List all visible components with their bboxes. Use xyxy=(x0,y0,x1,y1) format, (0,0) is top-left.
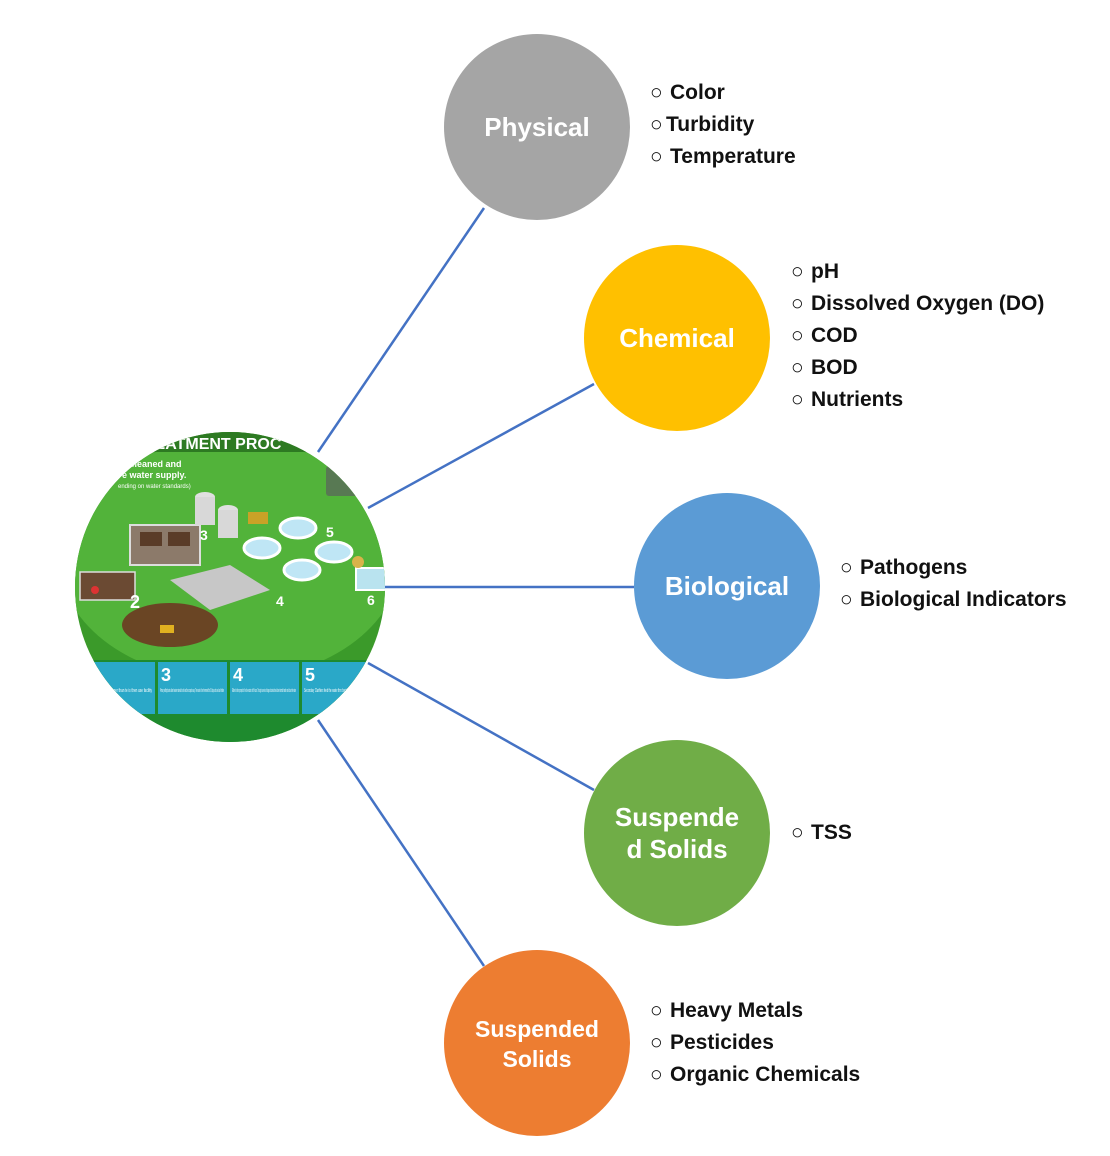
list-item-label: Pathogens xyxy=(860,556,968,579)
panel-text: Secondary Clarifiers feed the water thro… xyxy=(304,688,368,694)
step-number: 2 xyxy=(130,592,140,612)
image-caption-2: e water supply. xyxy=(122,470,186,480)
connector-chemical xyxy=(367,382,595,510)
bullet-icon: ○ xyxy=(791,260,804,283)
list-item-label: COD xyxy=(811,324,858,347)
list-item-label: TSS xyxy=(811,821,852,844)
step-number: 6 xyxy=(367,592,375,608)
list-item: ○Turbidity xyxy=(650,109,796,141)
connector-physical xyxy=(316,207,486,453)
bullet-icon: ○ xyxy=(650,1063,663,1086)
node-suspended-solids: Suspende d Solids xyxy=(584,740,770,926)
bullet-icon: ○ xyxy=(840,556,853,579)
list-item-label: Temperature xyxy=(670,145,796,168)
list-item-label: BOD xyxy=(811,356,858,379)
bullet-icon: ○ xyxy=(791,821,804,844)
list-item: ○ Color xyxy=(650,77,796,109)
list-item: ○ Nutrients xyxy=(791,384,1044,416)
node-label: Solids xyxy=(502,1046,571,1072)
node-physical: Physical xyxy=(444,34,630,220)
node-circle xyxy=(584,740,770,926)
panel-number: 5 xyxy=(305,665,315,685)
suspended-solids-parameter-list: ○ TSS xyxy=(791,817,852,849)
chemical-parameter-list: ○ pH ○ Dissolved Oxygen (DO) ○ COD ○ BOD ○ Nu… xyxy=(791,256,1044,416)
list-item-label: Pesticides xyxy=(670,1031,774,1054)
treatment-process-image: REATMENT PROC s cleaned and e water supp… xyxy=(75,432,385,742)
panel-text: Effluent is then pumped to the bio-react… xyxy=(232,688,296,694)
suspended-solids-2-parameter-list: ○ Heavy Metals ○ Pesticides ○ Organic Chemi… xyxy=(650,995,860,1091)
list-item-label: Organic Chemicals xyxy=(670,1063,861,1086)
step-number: 4 xyxy=(276,593,284,609)
node-circle xyxy=(444,950,630,1136)
list-item: ○ Temperature xyxy=(650,141,796,173)
panel-number: 3 xyxy=(161,665,171,685)
node-circle xyxy=(444,34,630,220)
step-number: 5 xyxy=(326,524,334,540)
list-item: ○ TSS xyxy=(791,817,852,849)
list-item: ○ COD xyxy=(791,320,1044,352)
panel-text: Primary settling basins allow heavier ma… xyxy=(160,688,224,694)
image-caption-1: s cleaned and xyxy=(122,459,182,469)
bullet-icon: ○ xyxy=(791,388,804,411)
node-circle xyxy=(634,493,820,679)
connector-suspended-solids xyxy=(367,661,595,792)
node-label: Suspended xyxy=(475,1016,599,1042)
node-suspended-solids-2: Suspended Solids xyxy=(444,950,630,1136)
list-item-label: Color xyxy=(670,81,725,104)
list-item: ○ Pesticides xyxy=(650,1027,860,1059)
node-label: Biological xyxy=(665,571,789,601)
list-item: ○ Dissolved Oxygen (DO) xyxy=(791,288,1044,320)
bullet-icon: ○ xyxy=(650,81,663,104)
node-label: d Solids xyxy=(626,834,727,864)
list-item: ○ Organic Chemicals xyxy=(650,1059,860,1091)
list-item-label: Biological Indicators xyxy=(860,588,1067,611)
image-caption-3: ending on water standards) xyxy=(118,484,191,490)
bullet-icon: ○ xyxy=(791,292,804,315)
list-item-label: Turbidity xyxy=(666,113,755,136)
list-item: ○ pH xyxy=(791,256,1044,288)
node-label: Suspende xyxy=(615,802,739,832)
bullet-icon: ○ xyxy=(650,1031,663,1054)
list-item: ○ Heavy Metals xyxy=(650,995,860,1027)
list-item: ○ Pathogens xyxy=(840,552,1067,584)
node-biological: Biological xyxy=(634,493,820,679)
node-circle xyxy=(584,245,770,431)
panel-number: 4 xyxy=(233,665,243,685)
node-label: Chemical xyxy=(619,323,735,353)
biological-parameter-list: ○ Pathogens ○ Biological Indicators xyxy=(840,552,1067,616)
connector-suspended-solids-2 xyxy=(316,719,486,967)
list-item-label: Nutrients xyxy=(811,388,904,411)
bullet-icon: ○ xyxy=(650,999,663,1022)
node-chemical: Chemical xyxy=(584,245,770,431)
list-item-label: pH xyxy=(811,260,839,283)
bullet-icon: ○ xyxy=(791,324,804,347)
node-label: Physical xyxy=(484,112,590,142)
bullet-icon: ○ xyxy=(650,113,663,136)
bullet-icon: ○ xyxy=(840,588,853,611)
list-item: ○ Biological Indicators xyxy=(840,584,1067,616)
panel-text: tion process lids larger than te is then… xyxy=(88,688,152,694)
step-number: 3 xyxy=(200,527,208,543)
physical-parameter-list: ○ Color ○Turbidity ○ Temperature xyxy=(650,77,796,173)
bullet-icon: ○ xyxy=(791,356,804,379)
list-item: ○ BOD xyxy=(791,352,1044,384)
list-item-label: Heavy Metals xyxy=(670,999,804,1022)
bullet-icon: ○ xyxy=(650,145,663,168)
image-banner-text: REATMENT PROC xyxy=(143,436,282,453)
connectors xyxy=(316,207,634,967)
list-item-label: Dissolved Oxygen (DO) xyxy=(811,292,1045,315)
